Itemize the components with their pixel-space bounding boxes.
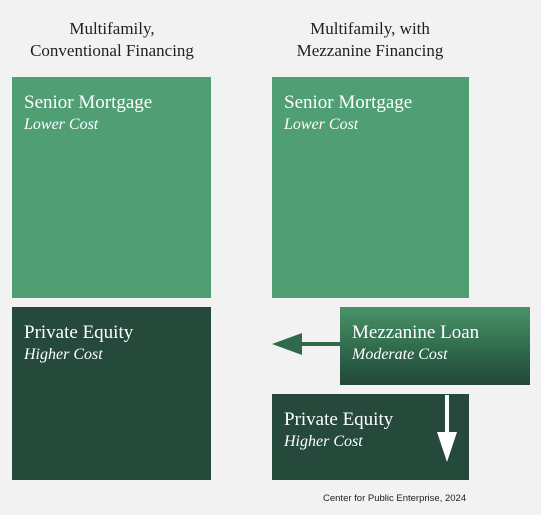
senior-mortgage-block-conventional: Senior Mortgage Lower Cost (12, 77, 211, 298)
private-equity-cost: Higher Cost (284, 433, 363, 450)
mezzanine-loan-label: Mezzanine Loan (352, 322, 480, 343)
senior-mortgage-label: Senior Mortgage (24, 92, 153, 113)
source-credit: Center for Public Enterprise, 2024 (323, 493, 467, 504)
mezzanine-loan-block: Mezzanine Loan Moderate Cost (340, 307, 530, 385)
senior-mortgage-label: Senior Mortgage (284, 92, 413, 113)
mezzanine-loan-cost: Moderate Cost (352, 346, 448, 363)
private-equity-block-conventional: Private Equity Higher Cost (12, 307, 211, 480)
private-equity-cost: Higher Cost (24, 346, 103, 363)
left-arrow-icon (272, 333, 340, 355)
private-equity-label: Private Equity (284, 409, 394, 430)
senior-mortgage-block-mezzanine: Senior Mortgage Lower Cost (272, 77, 469, 298)
private-equity-block-mezzanine: Private Equity Higher Cost (272, 394, 469, 480)
down-arrow-icon (437, 395, 457, 462)
senior-mortgage-cost: Lower Cost (284, 116, 359, 133)
private-equity-label: Private Equity (24, 322, 134, 343)
column-title-mezzanine: Multifamily, with Mezzanine Financing (296, 19, 444, 60)
senior-mortgage-cost: Lower Cost (24, 116, 99, 133)
column-title-conventional: Multifamily, Conventional Financing (30, 19, 194, 60)
